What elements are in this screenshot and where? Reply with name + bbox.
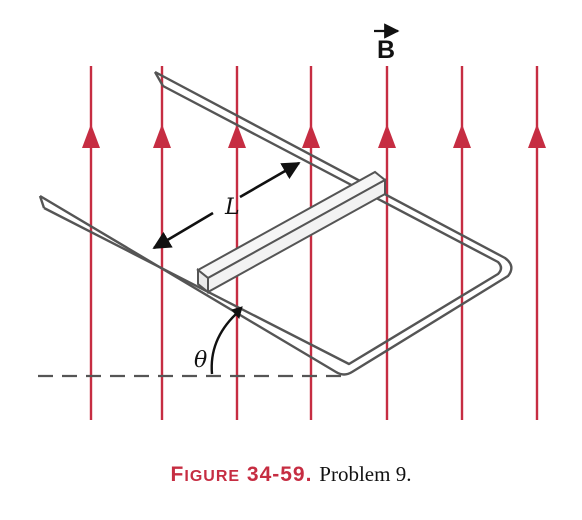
- angle-arrowhead: [231, 306, 243, 320]
- caption-figure-number: 34-59.: [246, 463, 313, 486]
- caption-figure-word-first: F: [170, 463, 185, 486]
- caption-text: Problem 9.: [319, 462, 412, 486]
- field-line-arrowhead-5: [378, 124, 396, 148]
- caption-figure-label: FIGURE 34-59.: [171, 463, 320, 486]
- length-arrow-upper: [239, 161, 301, 199]
- field-line-arrowhead-3: [228, 124, 246, 148]
- rail-inner: [43, 84, 503, 366]
- length-arrow-lower: [152, 211, 214, 250]
- inclined-rails: [38, 70, 513, 376]
- caption-figure-word-rest: IGURE: [184, 468, 241, 485]
- field-line-arrowhead-6: [453, 124, 471, 148]
- field-line-arrowhead-4: [302, 124, 320, 148]
- field-line-arrowhead-2: [153, 124, 171, 148]
- rail-upper-end-cap: [153, 71, 165, 87]
- angle-arc-arrow: [210, 313, 237, 375]
- angle-label: θ: [194, 348, 207, 373]
- magnetic-field-lines: [82, 66, 546, 420]
- length-label: L: [224, 195, 240, 220]
- field-vector-label: B: [374, 23, 400, 64]
- angle-indicator: θ: [194, 306, 243, 375]
- field-line-arrowhead-7: [528, 124, 546, 148]
- rail-lower-end-cap: [38, 195, 46, 209]
- rail-outer: [39, 70, 513, 376]
- sliding-rod: [196, 170, 387, 295]
- field-label: B: [377, 36, 395, 64]
- rod-side-face: [207, 178, 386, 294]
- field-line-arrowhead-1: [82, 124, 100, 148]
- rod-top-face: [196, 170, 387, 280]
- figure-caption: FIGURE 34-59. Problem 9.: [0, 462, 582, 487]
- length-indicator: L: [152, 161, 301, 250]
